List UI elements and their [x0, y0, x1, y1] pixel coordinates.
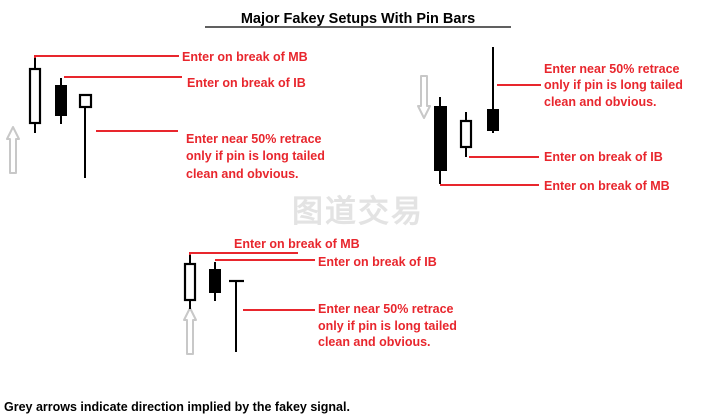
mother-bar-candle	[434, 97, 447, 184]
mb-entry-line	[34, 55, 179, 58]
ib-entry-label: Enter on break of IB	[318, 255, 437, 269]
down-arrow-icon	[417, 75, 431, 119]
watermark: 图道交易	[292, 194, 424, 230]
pin-entry-note-line-3: clean and obvious.	[544, 95, 657, 109]
pin-entry-note-line-3: clean and obvious.	[318, 335, 431, 349]
ib-entry-label: Enter on break of IB	[187, 76, 306, 90]
pin-entry-note-line-2: only if pin is long tailed	[544, 78, 683, 92]
up-arrow-icon	[183, 307, 197, 355]
inside-bar-candle	[209, 262, 221, 301]
pin-bar-candle	[78, 93, 93, 178]
mother-bar-candle	[183, 254, 197, 309]
pin-entry-note-line-1: Enter near 50% retrace	[318, 302, 454, 316]
mb-entry-label: Enter on break of MB	[182, 50, 308, 64]
ib-entry-label: Enter on break of IB	[544, 150, 663, 164]
mb-entry-line	[189, 252, 298, 255]
setup-top-left: Enter on break of MB Enter on break of I…	[6, 50, 325, 181]
up-arrow-icon	[6, 126, 20, 174]
pin-entry-note-line-1: Enter near 50% retrace	[186, 132, 322, 146]
pin-entry-note-line-3: clean and obvious.	[186, 167, 299, 181]
inside-bar-candle	[55, 78, 67, 124]
footnote: Grey arrows indicate direction implied b…	[4, 400, 350, 414]
mb-entry-label: Enter on break of MB	[234, 237, 360, 251]
diagram-title: Major Fakey Setups With Pin Bars	[241, 11, 475, 27]
mb-entry-label: Enter on break of MB	[544, 179, 670, 193]
pin-entry-note-line-2: only if pin is long tailed	[318, 319, 457, 333]
pin-entry-note-line-1: Enter near 50% retrace	[544, 62, 680, 76]
mother-bar-candle	[28, 58, 42, 133]
pin-entry-note-line-2: only if pin is long tailed	[186, 149, 325, 163]
setup-top-right: Enter near 50% retrace only if pin is lo…	[417, 47, 683, 193]
inside-bar-candle	[459, 112, 473, 157]
pin-bar-candle	[487, 47, 499, 133]
setup-bottom: Enter on break of MB Enter on break of I…	[183, 237, 457, 355]
pin-bar-candle	[229, 279, 244, 352]
